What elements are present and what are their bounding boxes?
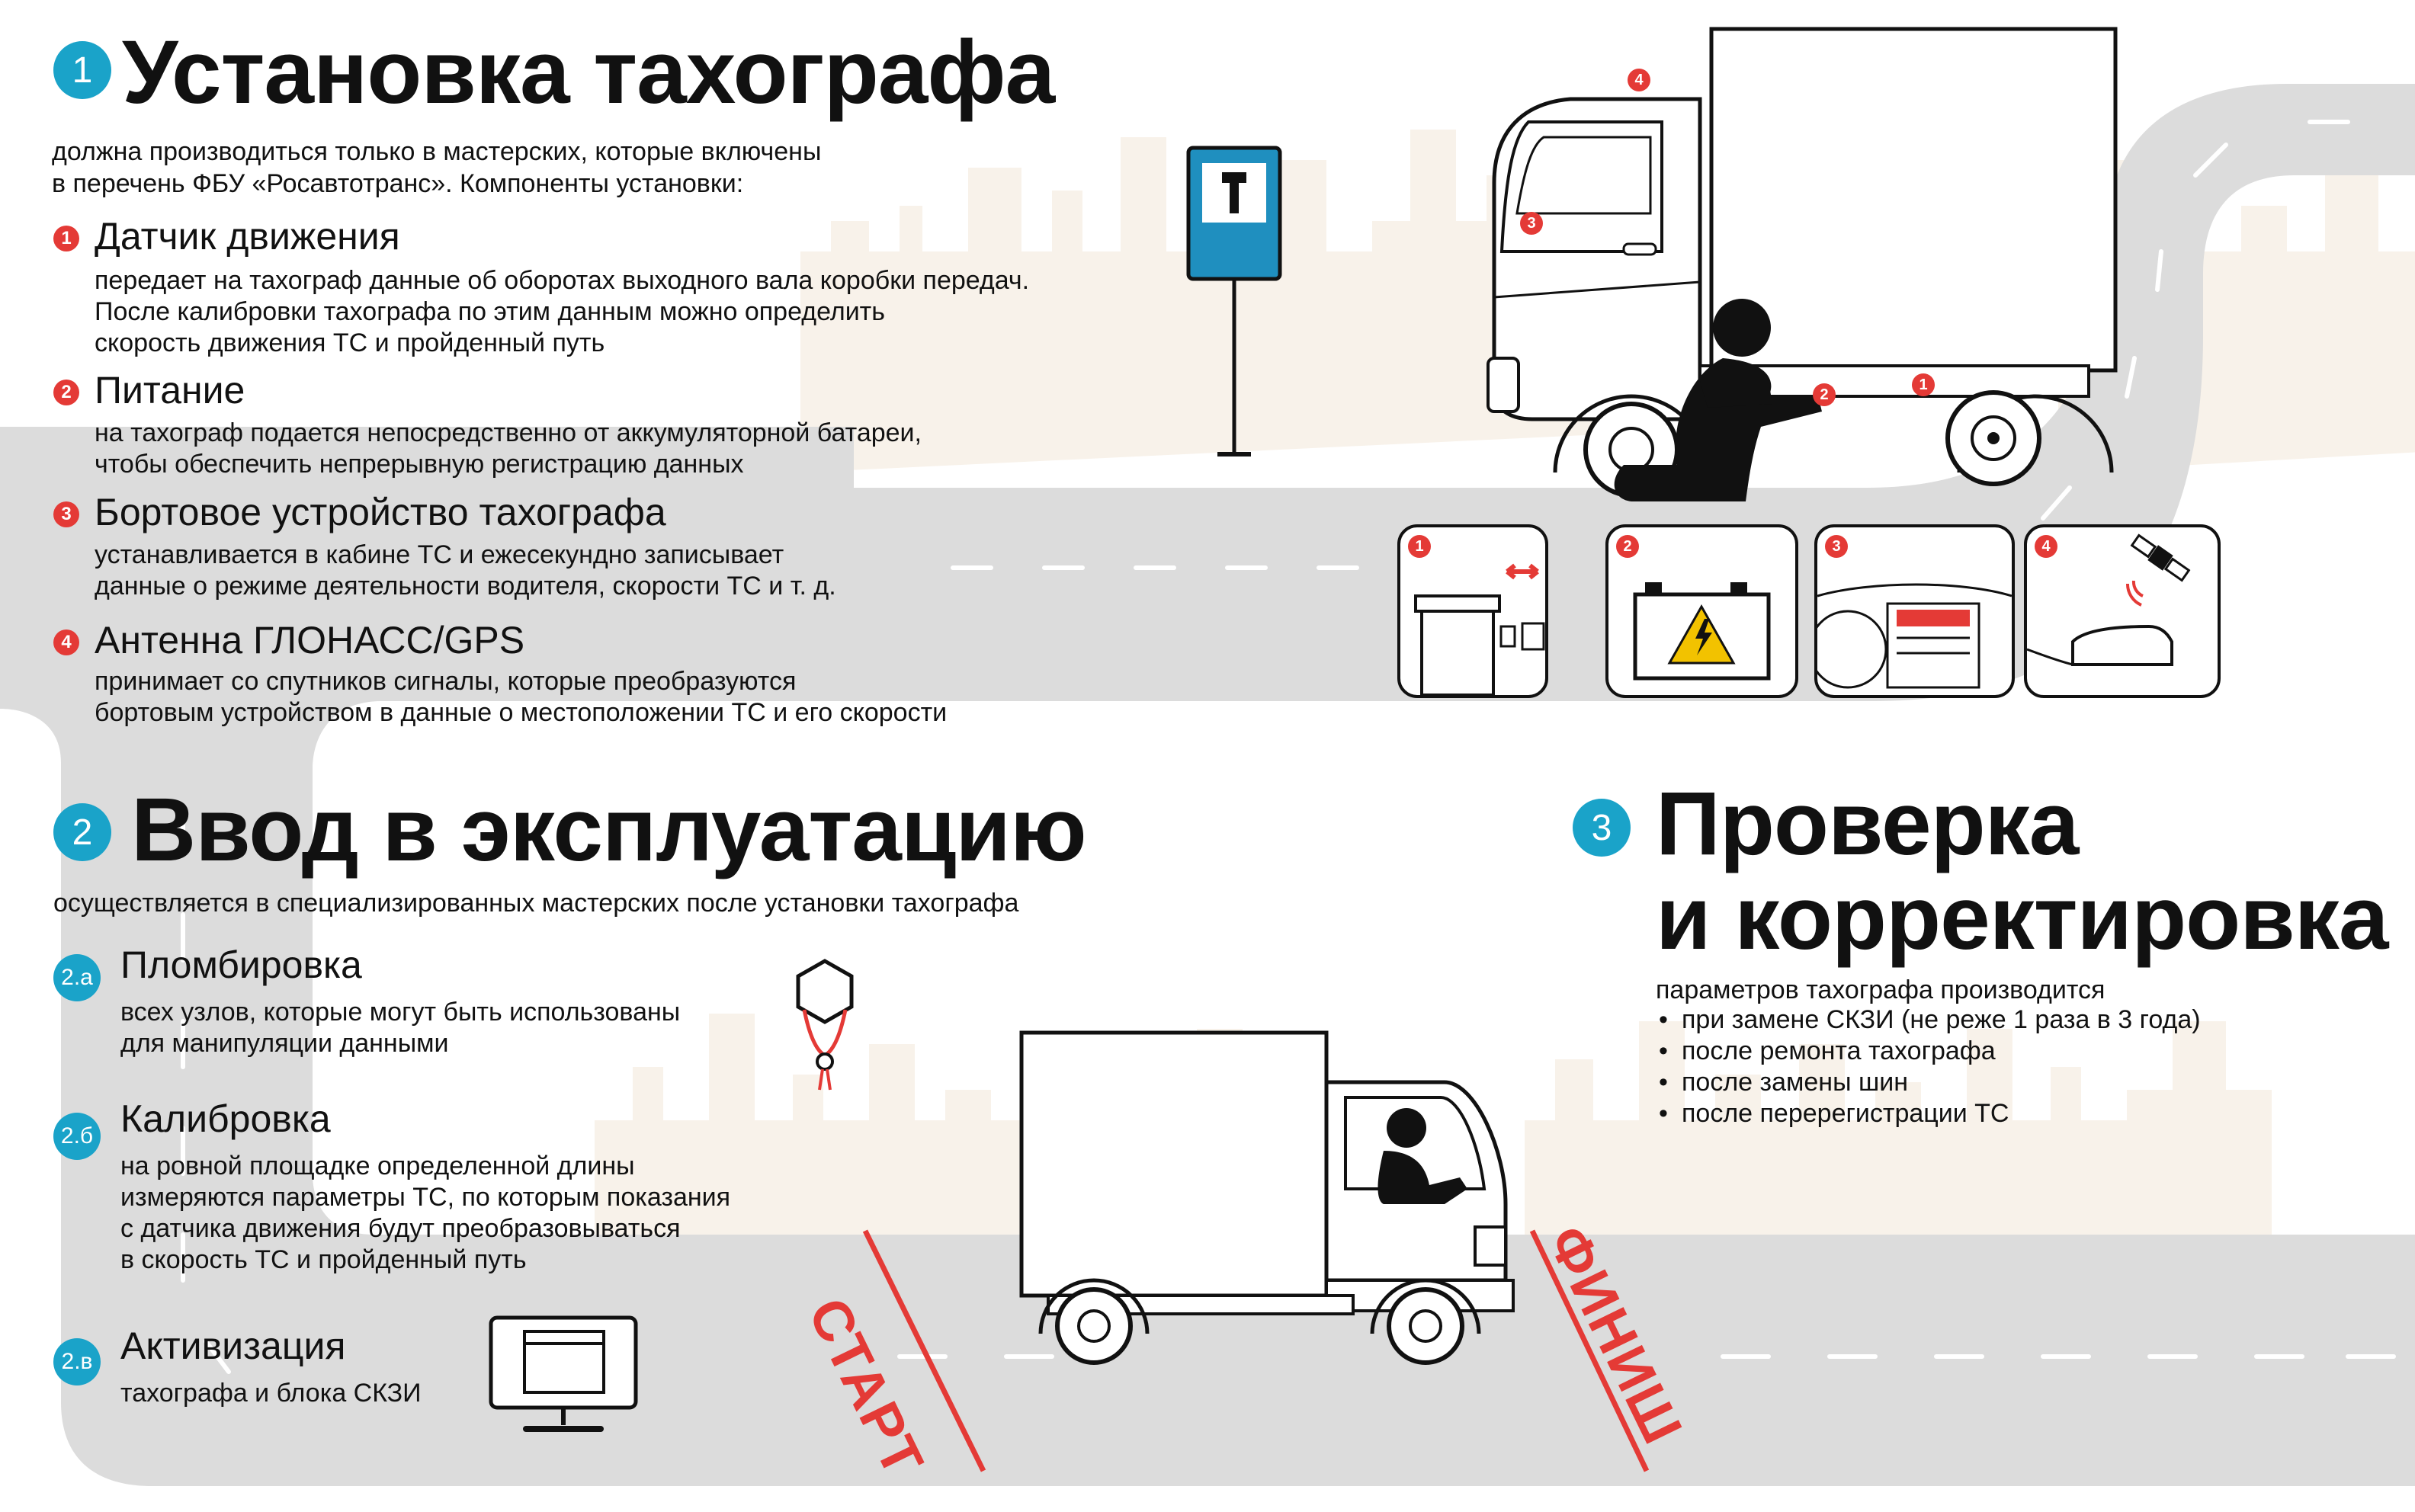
- section3-intro: параметров тахографа производится: [1656, 975, 2106, 1004]
- section1-intro: должна производиться только в мастерских…: [52, 137, 822, 198]
- section1-number-badge: 1: [53, 41, 111, 99]
- component-card-3: 3: [1814, 524, 2015, 698]
- section3-bullet: после перерегистрации ТС: [1656, 1098, 2388, 1129]
- section2-item-c-badge: 2.в: [53, 1338, 101, 1385]
- section3-bullet: после ремонта тахографа: [1656, 1036, 2388, 1067]
- section1-item-2-badge: 2: [53, 380, 79, 405]
- section1-item-3-text: устанавливается в кабине ТС и ежесекундн…: [95, 540, 836, 601]
- component-card-2: 2: [1605, 524, 1798, 698]
- section1-item-3-badge: 3: [53, 501, 79, 527]
- component-card-1-badge: 1: [1408, 535, 1431, 558]
- driver-icon: [1377, 1108, 1467, 1204]
- section3-title-line1: Проверка: [1656, 774, 2079, 874]
- component-card-4-badge: 4: [2035, 535, 2057, 558]
- finish-line: [1529, 1229, 1650, 1472]
- section2-item-c-title: Активизация: [120, 1325, 346, 1367]
- section2-item-a-text: всех узлов, которые могут быть использов…: [120, 998, 681, 1058]
- truck-illustration: [1487, 27, 2118, 501]
- component-card-3-badge: 3: [1825, 535, 1848, 558]
- truck-marker-4: 4: [1628, 69, 1650, 91]
- truck-marker-1: 1: [1912, 373, 1935, 396]
- component-card-2-badge: 2: [1616, 535, 1639, 558]
- section1-item-1-title: Датчик движения: [95, 215, 400, 258]
- section2-title: Ввод в эксплуатацию: [131, 780, 1087, 880]
- component-card-4: 4: [2024, 524, 2221, 698]
- section1-item-4-badge: 4: [53, 629, 79, 655]
- section3-bullet: после замены шин: [1656, 1067, 2388, 1098]
- section1-item-3-title: Бортовое устройство тахографа: [95, 491, 666, 533]
- calibration-front-wheel-icon: [1370, 1278, 1481, 1365]
- monitor-icon: [489, 1315, 638, 1432]
- road: [0, 84, 2415, 1486]
- section1-item-2-text: на тахограф подается непосредственно от …: [95, 418, 922, 479]
- section2-item-b-text: на ровной площадке определенной длины из…: [120, 1152, 731, 1274]
- section3-bullet-list: при замене СКЗИ (не реже 1 раза в 3 года…: [1656, 1004, 2388, 1129]
- section2-item-c-text: тахографа и блока СКЗИ: [120, 1379, 422, 1408]
- start-line: [862, 1229, 986, 1472]
- section1-item-1-badge: 1: [53, 226, 79, 251]
- section2-item-b-title: Калибровка: [120, 1097, 331, 1140]
- section2-item-a-title: Пломбировка: [120, 943, 362, 986]
- section2-number-badge: 2: [53, 803, 111, 861]
- section1-item-2-title: Питание: [95, 369, 245, 412]
- section3-title-line2: и корректировка: [1656, 868, 2388, 969]
- component-card-1: 1: [1397, 524, 1548, 698]
- dashboard-icon: [1817, 583, 2012, 689]
- section3-bullet: при замене СКЗИ (не реже 1 раза в 3 года…: [1656, 1004, 2388, 1036]
- truck-marker-3: 3: [1520, 212, 1543, 235]
- section2-item-b-badge: 2.б: [53, 1113, 101, 1160]
- calibration-truck-illustration: [1019, 1030, 1515, 1365]
- section2-intro: осуществляется в специализированных маст…: [53, 889, 1019, 918]
- rear-wheel-icon: [1945, 390, 2114, 486]
- service-station-sign-icon: [1186, 146, 1282, 456]
- section1-item-4-text: принимает со спутников сигналы, которые …: [95, 667, 948, 727]
- seal-icon: [796, 959, 854, 1091]
- section1-item-4-title: Антенна ГЛОНАСС/GPS: [95, 619, 525, 662]
- calibration-rear-wheel-icon: [1038, 1278, 1150, 1365]
- satellite-antenna-icon: [2027, 533, 2191, 666]
- truck-marker-2: 2: [1813, 383, 1836, 406]
- section1-title: Установка тахографа: [122, 22, 1055, 123]
- section1-item-1-text: передает на тахограф данные об оборотах …: [95, 266, 1030, 357]
- section2-item-a-badge: 2.а: [53, 954, 101, 1001]
- battery-icon: [1633, 582, 1771, 681]
- mechanic-icon: [1614, 299, 1822, 501]
- motion-sensor-icon: [1414, 563, 1545, 695]
- section3-number-badge: 3: [1573, 799, 1631, 857]
